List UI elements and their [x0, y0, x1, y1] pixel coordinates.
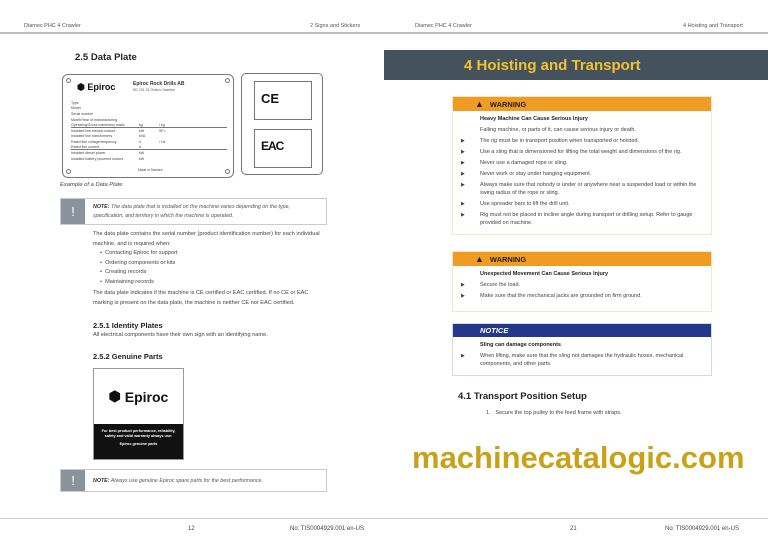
subsection-genuine-parts: 2.5.2 Genuine Parts [93, 352, 163, 361]
identity-plates-text: All electrical components have their own… [93, 332, 268, 338]
header-rule [0, 32, 768, 34]
exclamation-icon: ! [61, 199, 85, 224]
data-plate-image: ⬢ Epiroc Epiroc Rock Drills AB SE-701 91… [62, 74, 234, 178]
sticker-text: For best product performance, reliabilit… [101, 429, 176, 438]
data-plate-paragraph: The data plate contains the serial numbe… [93, 231, 320, 247]
warning-box-heavy-machine: ▲WARNING Heavy Machine Can Cause Serious… [452, 96, 712, 235]
genuine-parts-sticker: ⬢ Epiroc For best product performance, r… [93, 368, 184, 460]
subsection-identity-plates: 2.5.1 Identity Plates [93, 321, 163, 330]
section-title-data-plate: 2.5 Data Plate [75, 52, 137, 63]
figure-caption: Example of a Data Plate [60, 182, 123, 188]
right-page-number: 21 [570, 526, 577, 532]
left-header-doc-title: Diamec PHC 4 Crawler [24, 23, 81, 29]
left-page-number: 12 [188, 526, 195, 532]
certification-paragraph: The data plate indicates if the machine … [93, 290, 309, 306]
step-1: 1. Secure the top pulley to the feed fra… [486, 410, 622, 416]
plate-address: SE-701 91 Örebro Sweden [133, 87, 176, 92]
sticker-tagline: Epiroc genuine parts [119, 442, 158, 446]
section-title-transport-setup: 4.1 Transport Position Setup [458, 391, 587, 402]
exclamation-icon: ! [61, 470, 85, 491]
watermark: machinecatalogic.com [412, 440, 745, 475]
plate-made-in: Made in Sweden [138, 168, 163, 172]
warning-box-unexpected-movement: ▲WARNING Unexpected Movement Can Cause S… [452, 251, 712, 312]
plate-company: Epiroc Rock Drills AB [133, 81, 185, 87]
notice-box-sling: NOTICE Sling can damage components When … [452, 323, 712, 376]
ce-mark: CE [254, 81, 312, 120]
note-data-plate: ! NOTE: The data plate that is installed… [60, 198, 327, 225]
right-doc-number: No: TIS0004929.001 en-US [665, 526, 739, 532]
eac-mark: EAC [254, 129, 312, 168]
footer-rule [0, 518, 768, 519]
plate-fields: Type Model Serial number Month/Year of m… [71, 100, 227, 162]
right-header-doc-title: Diamec PHC 4 Crawler [415, 23, 472, 29]
right-header-chapter: 4 Hoisting and Transport [683, 23, 743, 29]
epiroc-logo: ⬢ Epiroc [108, 388, 169, 405]
chapter-title-bar: 4 Hoisting and Transport [384, 50, 768, 80]
requirement-list: • Contacting Epiroc for support • Orderi… [100, 250, 178, 285]
warning-triangle-icon: ▲ [475, 254, 484, 264]
certification-marks: CE EAC [241, 73, 323, 175]
warning-triangle-icon: ▲ [475, 99, 484, 109]
left-doc-number: No: TIS0004929.001 en-US [290, 526, 364, 532]
epiroc-logo: ⬢ Epiroc [77, 82, 116, 92]
note-genuine-parts: ! NOTE: Always use genuine Epiroc spare … [60, 469, 327, 492]
left-header-chapter: 2 Signs and Stickers [310, 23, 361, 29]
